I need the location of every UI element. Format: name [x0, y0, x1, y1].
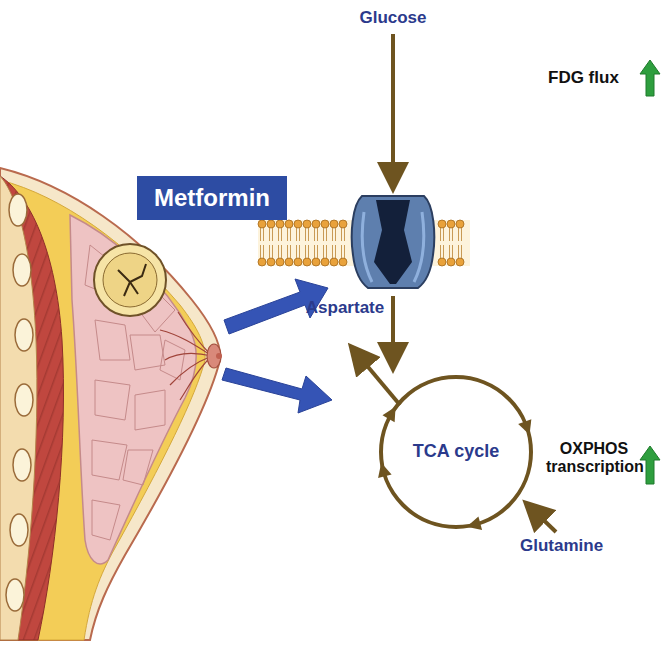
node-text: Metformin [154, 184, 270, 212]
node-text: TCA cycle [411, 441, 501, 463]
muscle-band [0, 176, 63, 640]
nipple [207, 344, 222, 368]
text-label: OXPHOS transcription [546, 440, 642, 477]
glucose-transporter [352, 196, 435, 288]
cycle-circle: TCA cycle [377, 373, 535, 531]
breast-illustration [0, 168, 222, 640]
lobules [85, 245, 185, 540]
drug-box: Metformin [137, 176, 287, 220]
skin [0, 168, 220, 640]
text-label: Aspartate [306, 298, 384, 318]
ducts [160, 312, 212, 400]
tumor [94, 244, 166, 316]
chest-wall [0, 176, 37, 640]
flux-arrows [353, 34, 556, 532]
text-label: Glutamine [520, 536, 603, 556]
gland-tissue [70, 215, 196, 564]
text-label: Glucose [359, 8, 426, 28]
increase-arrows [640, 60, 660, 484]
text-label: FDG flux [548, 68, 619, 88]
ribs [6, 194, 33, 611]
